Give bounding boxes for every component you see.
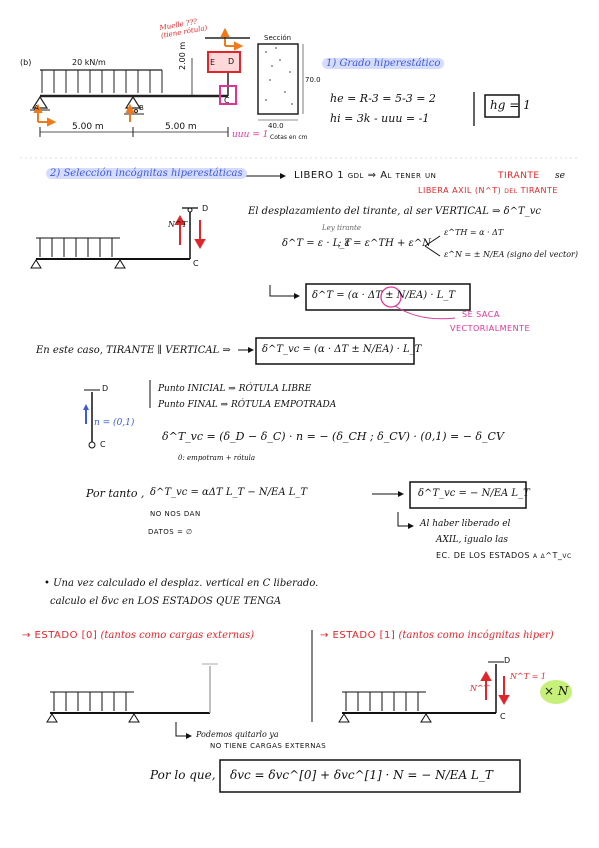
fig-label: (b) (20, 58, 32, 67)
section-title: Sección (264, 34, 292, 42)
libera-axil: LIBERA AXIL (N^T) del TIRANTE (418, 186, 558, 195)
al-haber-2: AXIL, igualo las (436, 535, 508, 545)
eps-n: ε^N = ± N/EA (signo del vector) (444, 250, 578, 259)
section-caption: Cotas en cm (270, 134, 308, 141)
quitarlo-1: Podemos quitarlo ya (196, 730, 279, 739)
nt-eq: N^T = 1 (510, 672, 546, 681)
c-label-2: C (100, 440, 106, 449)
hi-equation: hi = 3k - uuu = -1 (330, 112, 430, 125)
final-equation: δvc = δvc^[0] + δvc^[1] · N = − N/EA L_T (230, 768, 493, 782)
section-dim-h: 70.0 (305, 76, 321, 84)
section2-title: 2) Selección incógnitas hiperestáticas (46, 168, 247, 179)
estado1-desc: (tantos como incógnitas hiper) (398, 630, 554, 641)
point-e: E (210, 58, 216, 67)
estado0-title: → ESTADO [0] (22, 630, 98, 641)
boxed-final: δ^T_vc = − N/EA L_T (418, 488, 530, 499)
delta-eq: δ^T = ε · L_T (282, 238, 352, 249)
se-saca: SE SACA (462, 310, 500, 319)
no-nos-dan: NO NOS DAN (150, 510, 201, 518)
c-estado1: C (500, 712, 506, 721)
punto-inicial: Punto INICIAL ⇒ RÓTULA LIBRE (158, 384, 312, 394)
nt-left-estado1: N^T (470, 684, 490, 693)
boxed-vc: δ^T_vc = (α · ΔT ± N/EA) · L_T (262, 344, 422, 355)
estado0-desc: (tantos como cargas externas) (100, 630, 255, 641)
c-label: C (193, 259, 199, 268)
support-b: B (139, 104, 144, 112)
punto-final: Punto FINAL ⇒ RÓTULA EMPOTRADA (158, 400, 337, 410)
bullet-2: calculo el δvc en LOS ESTADOS QUE TENGA (50, 596, 282, 607)
vectorialmente: VECTORIALMENTE (450, 324, 531, 333)
uuu-label: uuu = 1 (232, 130, 269, 140)
point-c: C (224, 96, 230, 105)
datos: DATOS = ∅ (148, 528, 193, 536)
ley-tirante: Ley tirante (322, 224, 362, 232)
boxed-delta: δ^T = (α · ΔT ± N/EA) · L_T (312, 290, 456, 301)
por-tanto: Por tanto , (86, 487, 145, 500)
vector-n: n = (0,1) (94, 418, 135, 428)
por-lo-que: Por lo que, (150, 768, 216, 782)
estado0-label: → ESTADO [0] (tantos como cargas externa… (22, 630, 254, 641)
quitarlo-2: NO TIENE CARGAS EXTERNAS (210, 742, 327, 750)
times-n: × N (544, 684, 569, 698)
bullet-1: • Una vez calculado el desplaz. vertical… (44, 578, 319, 589)
load-label: 20 kN/m (72, 58, 106, 67)
d-label-2: D (102, 384, 109, 393)
estado1-label: → ESTADO [1] (tantos como incógnitas hip… (320, 630, 554, 641)
estado1-title: → ESTADO [1] (320, 630, 396, 641)
eps-th: ε^TH = α · ΔT (444, 228, 504, 237)
desplaz-line: El desplazamiento del tirante, al ser VE… (248, 206, 541, 217)
libero-line: LIBERO 1 gdl ⇒ Al tener un (294, 170, 437, 181)
tirante-word: TIRANTE (498, 171, 540, 181)
al-haber-3: EC. DE LOS ESTADOS a δ^T_vc (436, 551, 572, 560)
por-tanto-eq: δ^T_vc = αΔT L_T − N/EA L_T (150, 487, 308, 498)
eps-eq: ; ε = ε^TH + ε^N (338, 238, 432, 249)
dot-eq: δ^T_vc = (δ_D − δ_C) · n = − (δ_CH ; δ_C… (162, 430, 504, 443)
al-haber-1: Al haber liberado el (420, 519, 511, 529)
support-a: A (34, 104, 39, 112)
dim-left: 5.00 m (72, 122, 104, 132)
section1-title: 1) Grado hiperestático (322, 58, 445, 69)
he-equation: he = R-3 = 5-3 = 2 (330, 92, 436, 105)
nt-left: N^T (168, 220, 188, 229)
hg-result: hg = 1 (490, 98, 531, 112)
zero-note: 0: empotram + rótula (178, 454, 256, 462)
section-dim-w: 40.0 (268, 122, 284, 130)
point-d: D (228, 57, 235, 66)
dim-right: 5.00 m (165, 122, 197, 132)
en-este-caso: En este caso, TIRANTE ∥ VERTICAL ⇒ (36, 345, 231, 356)
d-estado1: D (504, 656, 511, 665)
se-word: se (555, 171, 565, 181)
d-label: D (202, 204, 209, 213)
